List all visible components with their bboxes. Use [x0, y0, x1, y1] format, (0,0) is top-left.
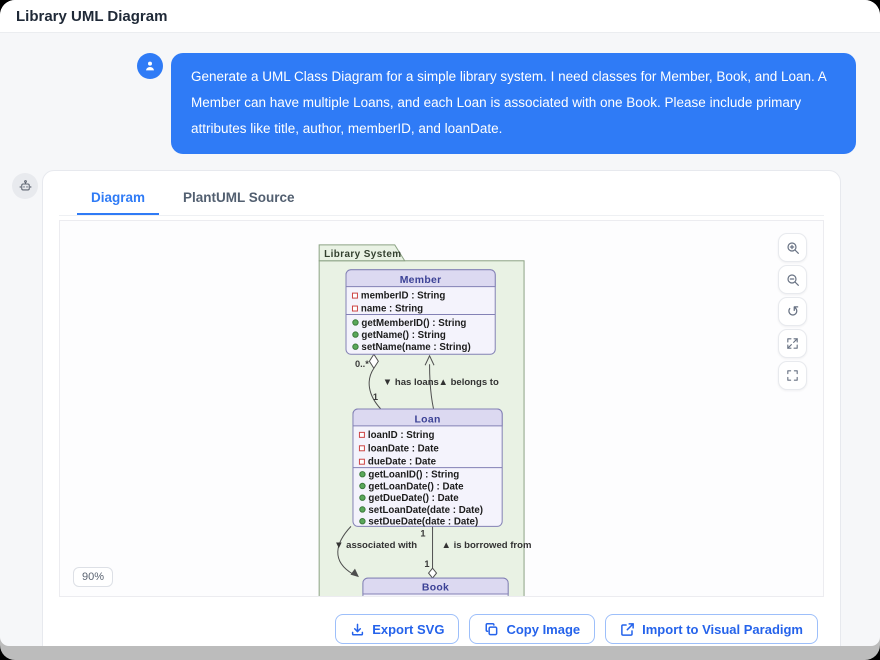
member-method: getName() : String [361, 330, 445, 341]
zoom-out-button[interactable] [778, 265, 807, 294]
copy-icon [485, 622, 498, 635]
member-attr: memberID : String [361, 291, 445, 302]
loan-method: getDueDate() : Date [368, 493, 459, 504]
member-method: getMemberID() : String [361, 318, 466, 329]
label-belongs-to: ▲ belongs to [439, 377, 499, 388]
uml-diagram: Library System 0..* 1 ▼ has loans ▲ bel [318, 244, 532, 596]
fullscreen-icon [787, 370, 798, 381]
user-message-bubble: Generate a UML Class Diagram for a simpl… [171, 53, 856, 154]
member-method: setName(name : String) [361, 342, 470, 353]
download-icon [352, 623, 364, 635]
class-title-member: Member [400, 275, 442, 286]
assistant-response-area: Diagram PlantUML Source Library System [0, 170, 880, 646]
person-icon [146, 61, 154, 71]
loan-method: getLoanDate() : Date [368, 481, 464, 492]
export-svg-button[interactable]: Export SVG [335, 614, 460, 644]
import-to-visual-paradigm-label: Import to Visual Paradigm [642, 621, 803, 637]
class-title-book: Book [422, 583, 449, 594]
action-bar: Export SVG Copy Image [59, 614, 824, 644]
expand-arrows-icon [787, 338, 798, 349]
zoom-in-icon [786, 241, 799, 254]
zoom-out-icon [786, 273, 799, 286]
svg-text:↺: ↺ [786, 303, 799, 320]
user-message-row: Generate a UML Class Diagram for a simpl… [137, 53, 856, 154]
label-has-loans: ▼ has loans [383, 377, 439, 388]
label-is-borrowed-from: ▲ is borrowed from [442, 540, 532, 551]
diagram-canvas[interactable]: Library System 0..* 1 ▼ has loans ▲ bel [59, 220, 824, 597]
uml-connector-member-loan [368, 353, 435, 410]
tab-plantuml-source[interactable]: PlantUML Source [183, 190, 295, 205]
bot-avatar [12, 173, 38, 199]
copy-image-label: Copy Image [506, 621, 581, 637]
uml-class-book: Book [362, 577, 509, 596]
export-svg-label: Export SVG [372, 621, 445, 637]
uml-class-member: Member memberID : String name : String g… [345, 269, 496, 355]
tab-diagram[interactable]: Diagram [77, 181, 160, 215]
tab-bar: Diagram PlantUML Source [59, 181, 824, 216]
loan-method: setDueDate(date : Date) [368, 517, 478, 528]
uml-class-loan: Loan loanID : String loanDate : Date due… [352, 408, 503, 528]
robot-icon [19, 179, 31, 190]
label-associated-with: ▼ associated with [334, 540, 417, 551]
loan-attr: loanID : String [368, 430, 435, 441]
multiplicity-1a: 1 [373, 392, 378, 402]
expand-button[interactable] [778, 329, 807, 358]
loan-method: setLoanDate(date : Date) [368, 505, 483, 516]
copy-image-button[interactable]: Copy Image [469, 614, 596, 644]
reset-icon: ↺ [786, 303, 799, 320]
page-title: Library UML Diagram [16, 7, 168, 25]
user-avatar [137, 53, 163, 79]
external-link-icon [621, 622, 635, 636]
multiplicity-1c: 1 [424, 559, 429, 569]
multiplicity-1b: 1 [420, 528, 425, 538]
zoom-level-badge: 90% [73, 567, 114, 587]
multiplicity-0n: 0..* [355, 359, 369, 369]
fullscreen-button[interactable] [778, 361, 807, 390]
loan-attr: dueDate : Date [368, 457, 437, 468]
import-to-visual-paradigm-button[interactable]: Import to Visual Paradigm [605, 614, 818, 644]
zoom-controls: ↺ [778, 233, 807, 390]
member-attr: name : String [361, 304, 423, 315]
package-title: Library System [324, 249, 401, 260]
diagram-card: Diagram PlantUML Source Library System [42, 170, 841, 646]
app-page: Library UML Diagram Generate a UML Class… [0, 0, 880, 646]
zoom-in-button[interactable] [778, 233, 807, 262]
class-title-loan: Loan [415, 414, 441, 425]
loan-method: getLoanID() : String [368, 470, 459, 481]
loan-attr: loanDate : Date [368, 443, 439, 454]
app-header: Library UML Diagram [0, 0, 880, 33]
reset-view-button[interactable]: ↺ [778, 297, 807, 326]
